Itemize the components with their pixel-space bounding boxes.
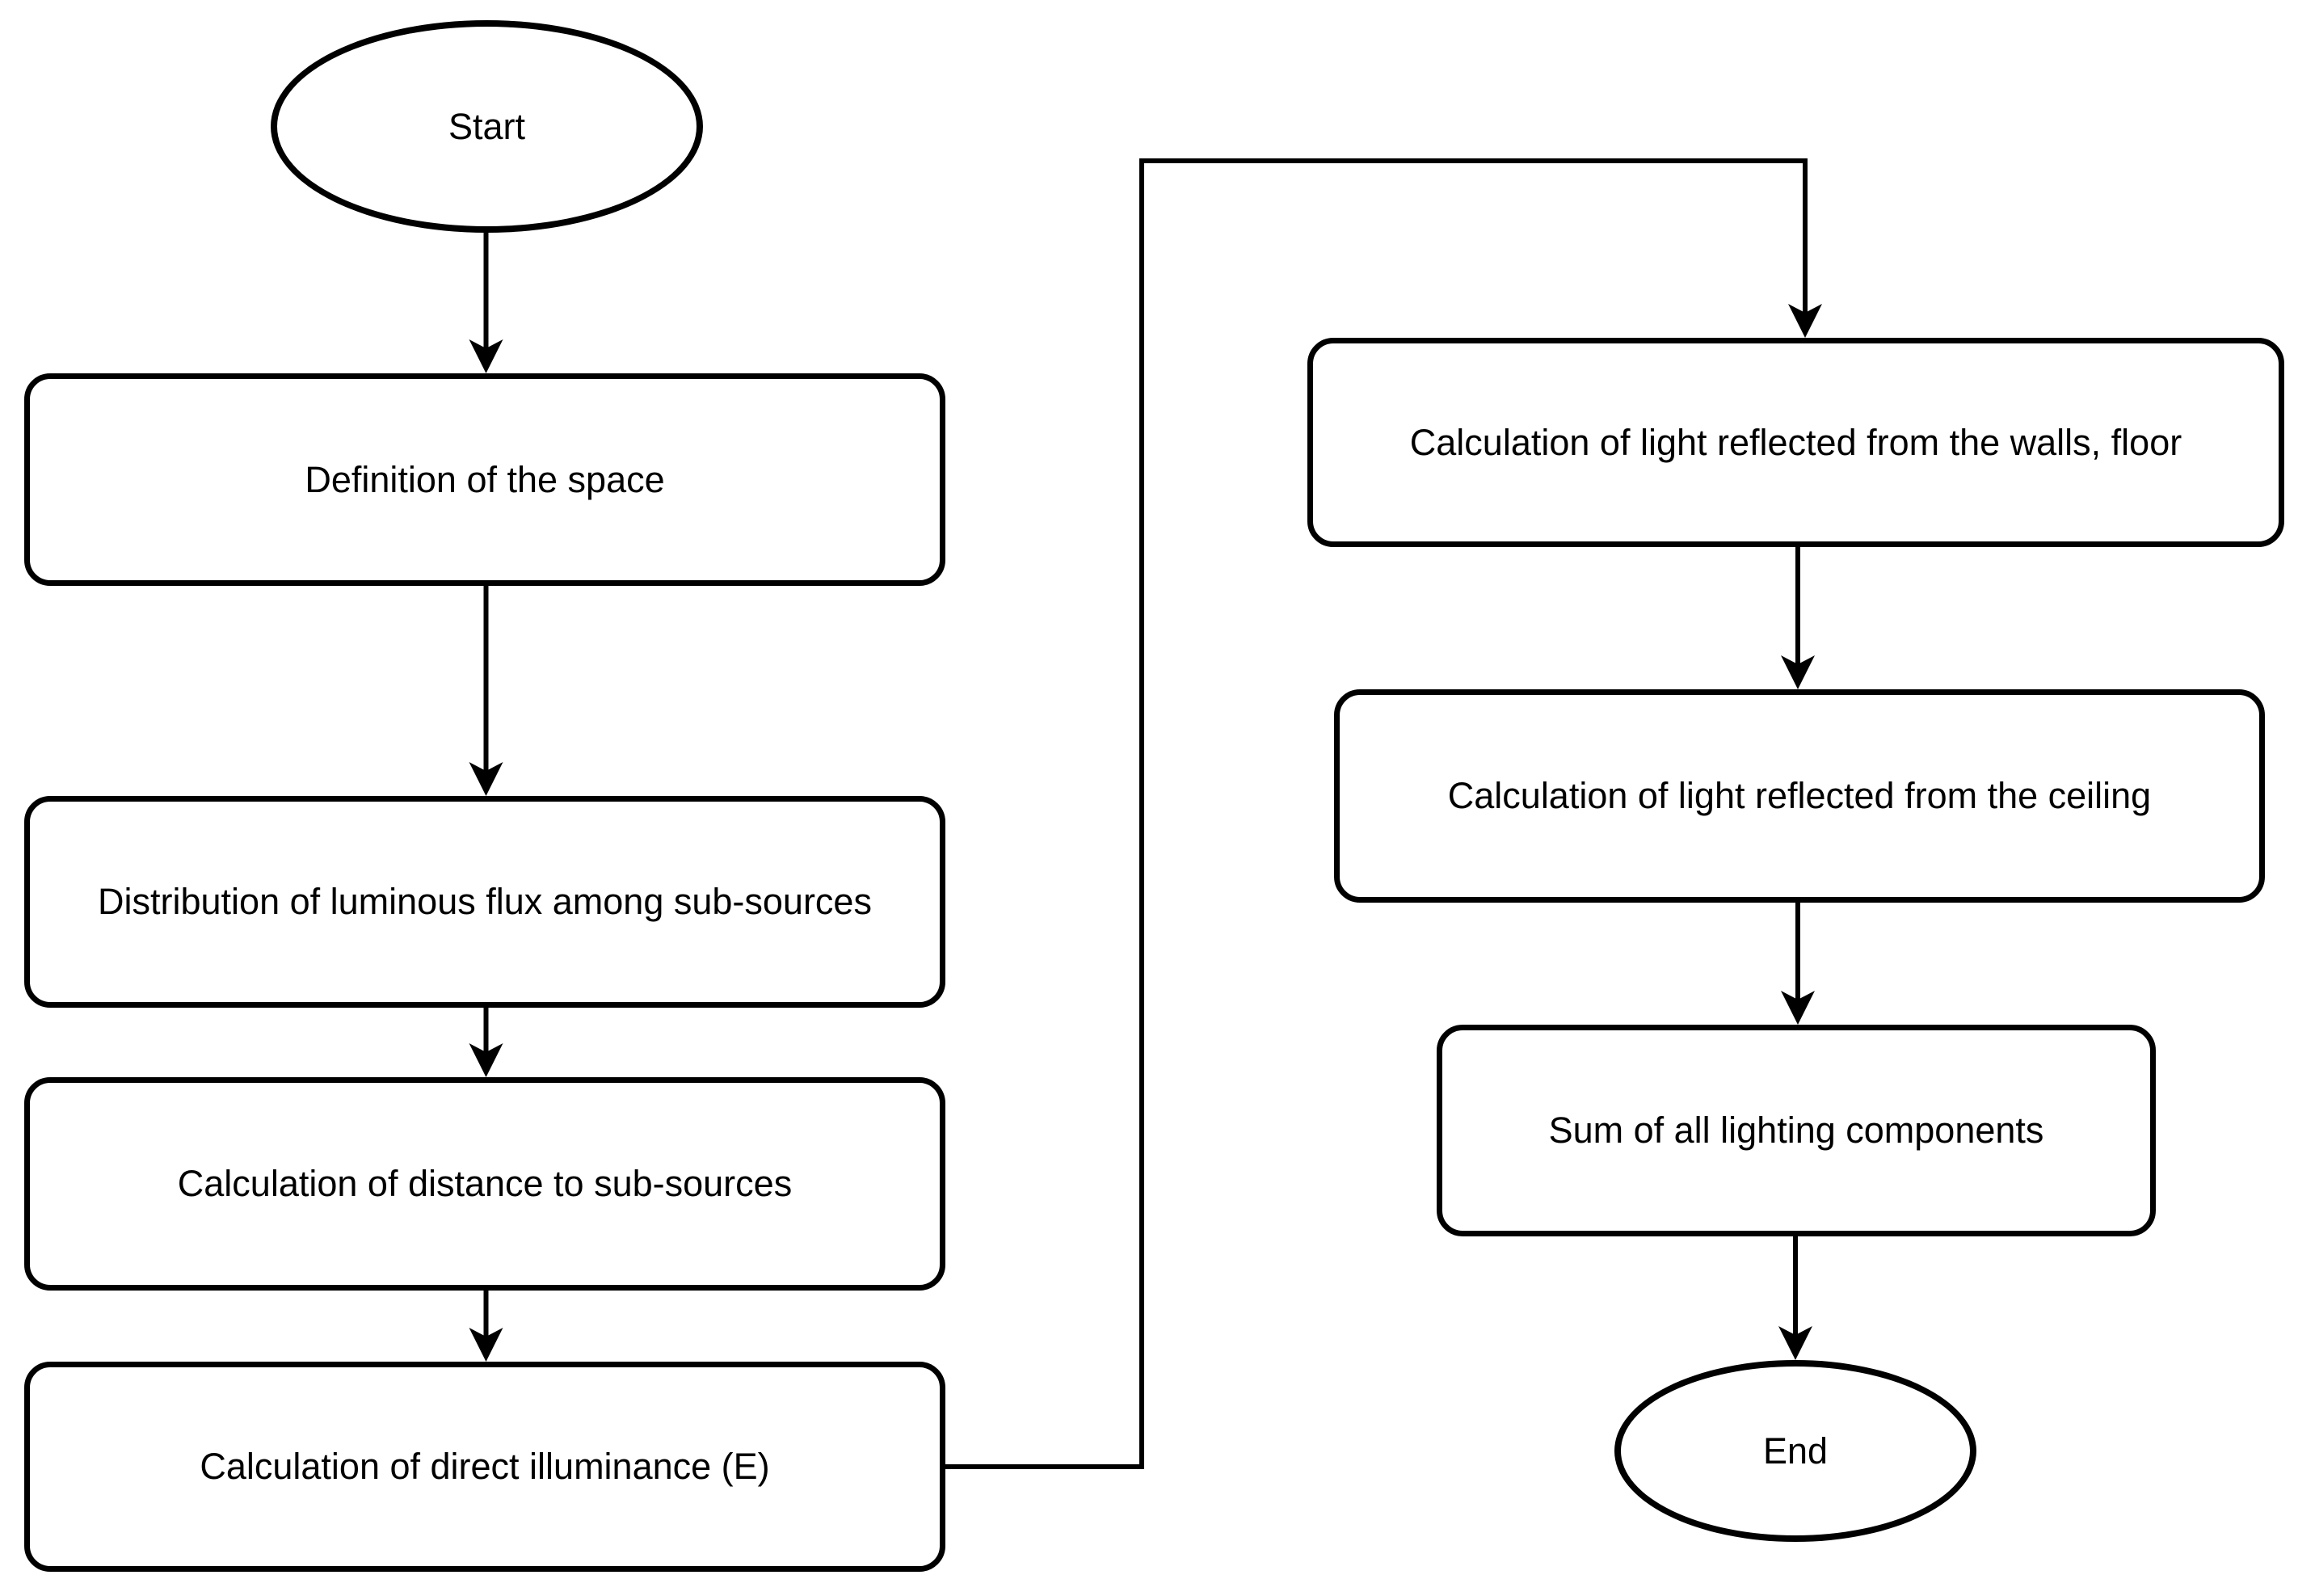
arrowhead-into-distribution (469, 762, 503, 796)
node-end-label: End (1762, 1430, 1829, 1472)
node-distance-to-sub-sources: Calculation of distance to sub-sources (24, 1077, 945, 1291)
node-reflected-walls-floor-label: Calculation of light reflected from the … (1409, 421, 2182, 463)
node-sum-of-components: Sum of all lighting components (1437, 1025, 2156, 1236)
arrowhead-into-ceiling (1781, 655, 1815, 689)
arrowhead-into-sum (1781, 991, 1815, 1025)
arrowhead-into-definition (469, 339, 503, 373)
node-reflected-ceiling: Calculation of light reflected from the … (1334, 689, 2265, 903)
edge-direct-to-walls (945, 158, 1808, 1469)
node-reflected-walls-floor: Calculation of light reflected from the … (1307, 338, 2284, 547)
node-definition-of-space: Definition of the space (24, 373, 945, 586)
node-definition-of-space-label: Definition of the space (305, 458, 665, 500)
arrowhead-into-distance (469, 1043, 503, 1077)
node-distribution-of-flux-label: Distribution of luminous flux among sub-… (98, 881, 872, 922)
node-end: End (1614, 1360, 1976, 1542)
node-direct-illuminance: Calculation of direct illuminance (E) (24, 1362, 945, 1572)
arrowhead-into-walls (1788, 304, 1822, 338)
node-start-label: Start (448, 105, 526, 147)
node-sum-of-components-label: Sum of all lighting components (1548, 1110, 2044, 1151)
edge-arrowheads (469, 304, 1822, 1362)
arrowhead-into-direct (469, 1328, 503, 1362)
node-distance-to-sub-sources-label: Calculation of distance to sub-sources (177, 1163, 793, 1204)
node-direct-illuminance-label: Calculation of direct illuminance (E) (200, 1446, 770, 1487)
arrowhead-into-end (1778, 1326, 1812, 1360)
node-reflected-ceiling-label: Calculation of light reflected from the … (1447, 775, 2152, 816)
node-distribution-of-flux: Distribution of luminous flux among sub-… (24, 796, 945, 1008)
edge-lines (483, 158, 1808, 1469)
node-start: Start (271, 20, 703, 233)
